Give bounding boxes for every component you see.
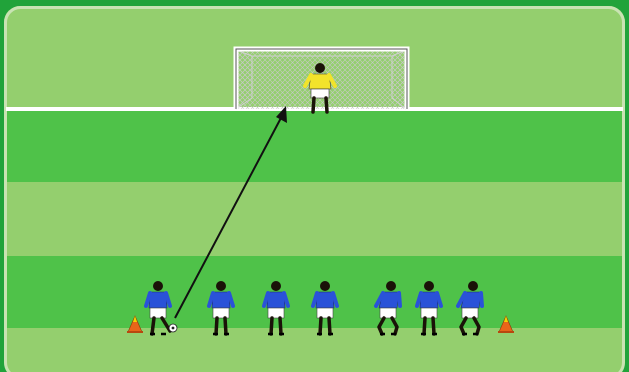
player-shirt [149, 292, 167, 308]
player-shirt [420, 292, 438, 308]
player-arm [481, 293, 482, 306]
player-shorts [421, 308, 437, 318]
player-shorts [317, 308, 333, 318]
player-shirt [212, 292, 230, 308]
cone-base [498, 331, 514, 333]
player-shorts [380, 308, 396, 318]
field-stripe-dark [4, 110, 625, 182]
player-shirt [267, 292, 285, 308]
field-stripe-light [4, 328, 625, 372]
player-head [320, 281, 330, 291]
player-shorts [213, 308, 229, 318]
player-shorts [268, 308, 284, 318]
goalkeeper-head [315, 63, 325, 73]
player-head [271, 281, 281, 291]
field-stripe-light [4, 182, 625, 256]
cone-base [127, 331, 143, 333]
player-arm [399, 293, 400, 306]
player-shorts [462, 308, 478, 318]
soccer-ball-icon [169, 324, 177, 332]
player-head [216, 281, 226, 291]
player-head [153, 281, 163, 291]
player-shirt [316, 292, 334, 308]
player-shorts [150, 308, 166, 318]
field-stripe-dark [4, 256, 625, 328]
player-head [424, 281, 434, 291]
player-head [468, 281, 478, 291]
ball-patch [172, 327, 175, 330]
goal-net-side [392, 50, 406, 109]
player-head [386, 281, 396, 291]
